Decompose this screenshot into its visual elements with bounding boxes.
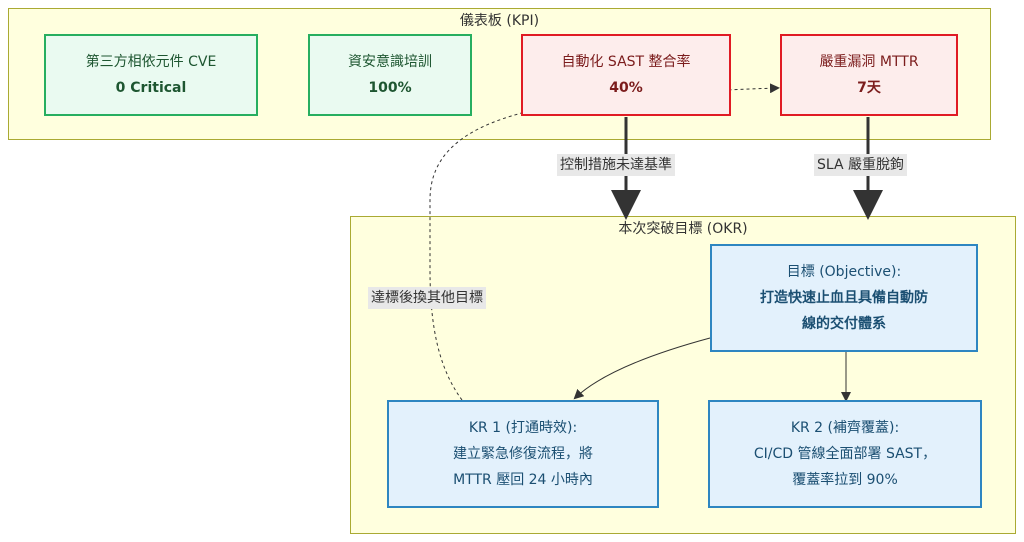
kr1-node[interactable]: KR 1 (打通時效): 建立緊急修復流程，將 MTTR 壓回 24 小時內: [387, 400, 659, 508]
objective-label: 目標 (Objective):: [786, 264, 902, 280]
kr1-line2: 建立緊急修復流程，將: [453, 446, 593, 462]
kr1-line3: MTTR 壓回 24 小時內: [453, 472, 593, 488]
objective-text-line2: 線的交付體系: [802, 316, 886, 332]
kr2-line2: CI/CD 管線全面部署 SAST，: [753, 446, 937, 462]
kpi-value: 0 Critical: [115, 80, 187, 96]
kpi-label: 第三方相依元件 CVE: [85, 54, 217, 70]
edge-label-mttr-to-okr: SLA 嚴重脫鉤: [814, 154, 908, 176]
kpi-label: 資安意識培訓: [348, 54, 432, 70]
edge-objective-to-kr1: [573, 337, 711, 400]
kpi-node-cve[interactable]: 第三方相依元件 CVE 0 Critical: [44, 34, 258, 116]
kpi-value: 100%: [368, 80, 412, 96]
kpi-label: 嚴重漏洞 MTTR: [819, 54, 919, 70]
kpi-node-sast[interactable]: 自動化 SAST 整合率 40%: [521, 34, 731, 116]
edge-label-kr1-to-mttr: 達標後換其他目標: [368, 287, 486, 309]
objective-node[interactable]: 目標 (Objective): 打造快速止血且具備自動防 線的交付體系: [710, 244, 978, 352]
kr2-node[interactable]: KR 2 (補齊覆蓋): CI/CD 管線全面部署 SAST， 覆蓋率拉到 90…: [708, 400, 982, 508]
objective-text-line1: 打造快速止血且具備自動防: [760, 290, 928, 306]
kr2-line1: KR 2 (補齊覆蓋):: [790, 420, 900, 436]
kr1-line1: KR 1 (打通時效):: [468, 420, 578, 436]
kpi-node-training[interactable]: 資安意識培訓 100%: [308, 34, 472, 116]
kpi-value: 40%: [609, 80, 643, 96]
kpi-node-mttr[interactable]: 嚴重漏洞 MTTR 7天: [780, 34, 958, 116]
okr-cluster-title: 本次突破目標 (OKR): [618, 221, 748, 237]
kr2-line3: 覆蓋率拉到 90%: [792, 472, 898, 488]
kpi-value: 7天: [857, 80, 881, 96]
edge-label-sast-to-okr: 控制措施未達基準: [557, 154, 675, 176]
kpi-label: 自動化 SAST 整合率: [561, 54, 691, 70]
kpi-cluster-title: 儀表板 (KPI): [459, 13, 540, 29]
